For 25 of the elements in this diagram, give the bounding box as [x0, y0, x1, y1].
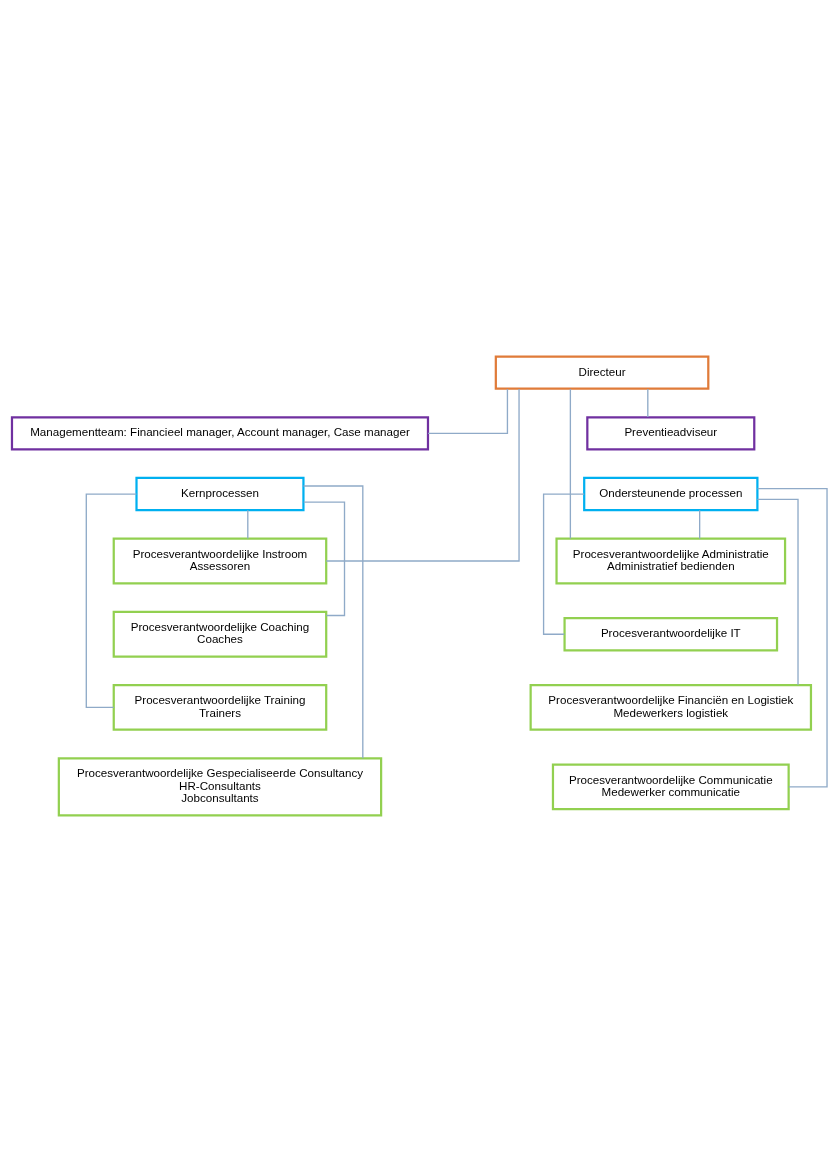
connector	[756, 498, 799, 685]
connector	[647, 387, 649, 418]
connector	[325, 387, 520, 562]
node-box: Procesverantwoordelijke Administratie Administratief bedienden	[555, 537, 787, 584]
node-box: Procesverantwoordelijke Financiën en Logistiek Medewerkers logistiek	[529, 683, 813, 731]
node-box: Procesverantwoordelijke Gespecialiseerde Consultancy HR-Consultants Jobconsultants	[57, 756, 383, 817]
connector	[569, 387, 572, 539]
node-box: Procesverantwoordelijke Communicatie Medewerker communicatie	[551, 762, 790, 810]
node-box: Directeur	[494, 354, 710, 390]
connector	[427, 387, 509, 434]
node-box: Managementteam: Financieel manager, Account manager, Case manager	[10, 415, 430, 451]
connector	[302, 484, 364, 759]
node-box: Procesverantwoordelijke Coaching Coaches	[112, 610, 328, 658]
connector	[699, 509, 701, 539]
connector	[247, 509, 249, 539]
node-box: Procesverantwoordelijke Instroom Assessoren	[112, 537, 328, 584]
node-box: Ondersteunende processen	[583, 476, 759, 511]
connector	[85, 492, 138, 708]
connector	[756, 487, 828, 788]
node-box: Procesverantwoordelijke IT	[563, 616, 779, 651]
connector	[303, 500, 346, 616]
connector	[542, 492, 585, 635]
node-box: Kernprocessen	[135, 476, 305, 511]
node-box: Procesverantwoordelijke Training Trainers	[112, 683, 328, 731]
node-box: Preventieadviseur	[586, 415, 756, 451]
